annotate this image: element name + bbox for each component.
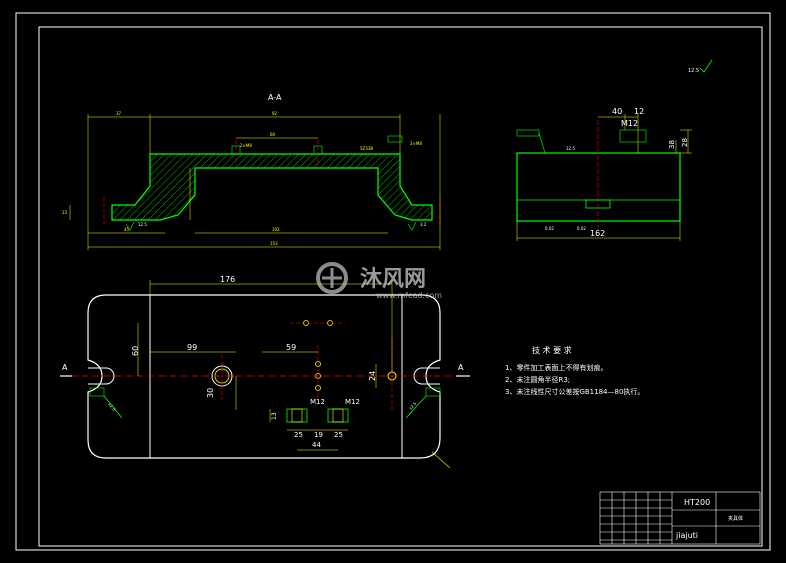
watermark-url: www.mfcad.com — [376, 291, 442, 300]
technical-requirements: 技 术 要 求 1、零件加工表面上不得有划痕。 2、未注圆角半径R3; 3、未注… — [505, 345, 644, 396]
svg-text:92: 92 — [272, 111, 278, 116]
svg-text:3.2: 3.2 — [420, 222, 427, 227]
svg-text:45: 45 — [124, 227, 130, 232]
dim-59: 59 — [286, 343, 296, 352]
side-roughness: 12.5 — [516, 129, 575, 154]
sheet-outer-border — [15, 12, 771, 551]
dim-44: 44 — [312, 441, 321, 449]
svg-text:38: 38 — [668, 140, 676, 149]
thread-right: M12 — [345, 398, 360, 406]
global-roughness-symbol: 12.5 — [688, 59, 713, 74]
svg-text:12.5: 12.5 — [408, 401, 418, 411]
title-code: jiajuti — [675, 531, 698, 540]
svg-text:0.02: 0.02 — [545, 226, 554, 231]
svg-text:12.5: 12.5 — [688, 68, 699, 74]
dim-24: 24 — [368, 371, 377, 381]
tech-title: 技 术 要 求 — [532, 345, 572, 355]
dim-13: 13 — [271, 412, 278, 420]
top-roughness-right: 12.5 — [405, 387, 441, 419]
svg-text:5Z33B: 5Z33B — [360, 146, 373, 151]
svg-text:28: 28 — [681, 138, 689, 147]
side-dim-40: 40 — [612, 107, 622, 116]
svg-text:12.5: 12.5 — [566, 146, 575, 151]
svg-text:A: A — [62, 363, 68, 372]
dim-60: 60 — [131, 346, 140, 356]
dim-30: 30 — [206, 388, 215, 398]
svg-text:2×M8: 2×M8 — [240, 143, 252, 148]
watermark-logo-icon — [316, 262, 348, 294]
roughness-symbol-left: 12.5 — [125, 221, 147, 231]
side-dim-38: 38 — [668, 140, 676, 149]
side-view-body — [516, 152, 681, 222]
dim-25-left: 25 — [294, 431, 303, 439]
svg-text:60: 60 — [270, 132, 276, 137]
side-thread: M12 — [621, 119, 638, 128]
svg-text:12.5: 12.5 — [138, 222, 147, 227]
svg-text:40: 40 — [612, 107, 622, 116]
side-dim-28: 28 — [681, 138, 689, 147]
svg-text:153: 153 — [270, 241, 278, 246]
roughness-symbol-right: 3.2 — [407, 221, 427, 231]
svg-text:37: 37 — [116, 111, 122, 116]
watermark-brand: 沐风网 — [360, 267, 426, 292]
section-marker-right: A — [456, 363, 470, 377]
top-view-outline — [87, 294, 441, 459]
side-view: 40 12 M12 38 28 162 12.5 0.02 0.02 — [516, 107, 692, 241]
svg-text:M12: M12 — [621, 119, 638, 128]
top-roughness-left: 12.5 — [89, 387, 123, 419]
svg-text:A: A — [458, 363, 464, 372]
title-block — [599, 491, 761, 545]
svg-text:0.02: 0.02 — [577, 226, 586, 231]
tech-line-1: 1、零件加工表面上不得有划痕。 — [505, 363, 607, 372]
title-material: HT200 — [684, 498, 710, 507]
section-title: A-A — [268, 93, 282, 102]
svg-text:13: 13 — [62, 210, 68, 215]
svg-text:162: 162 — [590, 229, 605, 238]
dim-19: 19 — [314, 431, 323, 439]
tech-line-2: 2、未注圆角半径R3; — [505, 375, 570, 384]
svg-text:102: 102 — [272, 227, 280, 232]
side-dim-162: 162 — [590, 229, 605, 238]
thread-left: M12 — [310, 398, 325, 406]
side-dim-12: 12 — [634, 107, 644, 116]
section-marker-left: A — [60, 363, 72, 377]
svg-text:12: 12 — [634, 107, 644, 116]
section-view-aa: A-A — [62, 93, 441, 250]
watermark: 沐风网 www.mfcad.com — [316, 262, 442, 300]
dim-99: 99 — [187, 343, 197, 352]
dim-176: 176 — [220, 275, 235, 284]
top-view: 176 99 59 60 30 24 M12 M12 25 19 25 44 1… — [60, 275, 470, 469]
tech-line-3: 3、未注线性尺寸公差按GB1184—80执行。 — [505, 387, 644, 396]
svg-text:12.5: 12.5 — [107, 402, 117, 412]
svg-text:2×M8: 2×M8 — [410, 141, 422, 146]
dim-25-right: 25 — [334, 431, 343, 439]
title-part-name: 夹具体 — [728, 515, 743, 522]
sheet-inner-border — [38, 26, 763, 547]
